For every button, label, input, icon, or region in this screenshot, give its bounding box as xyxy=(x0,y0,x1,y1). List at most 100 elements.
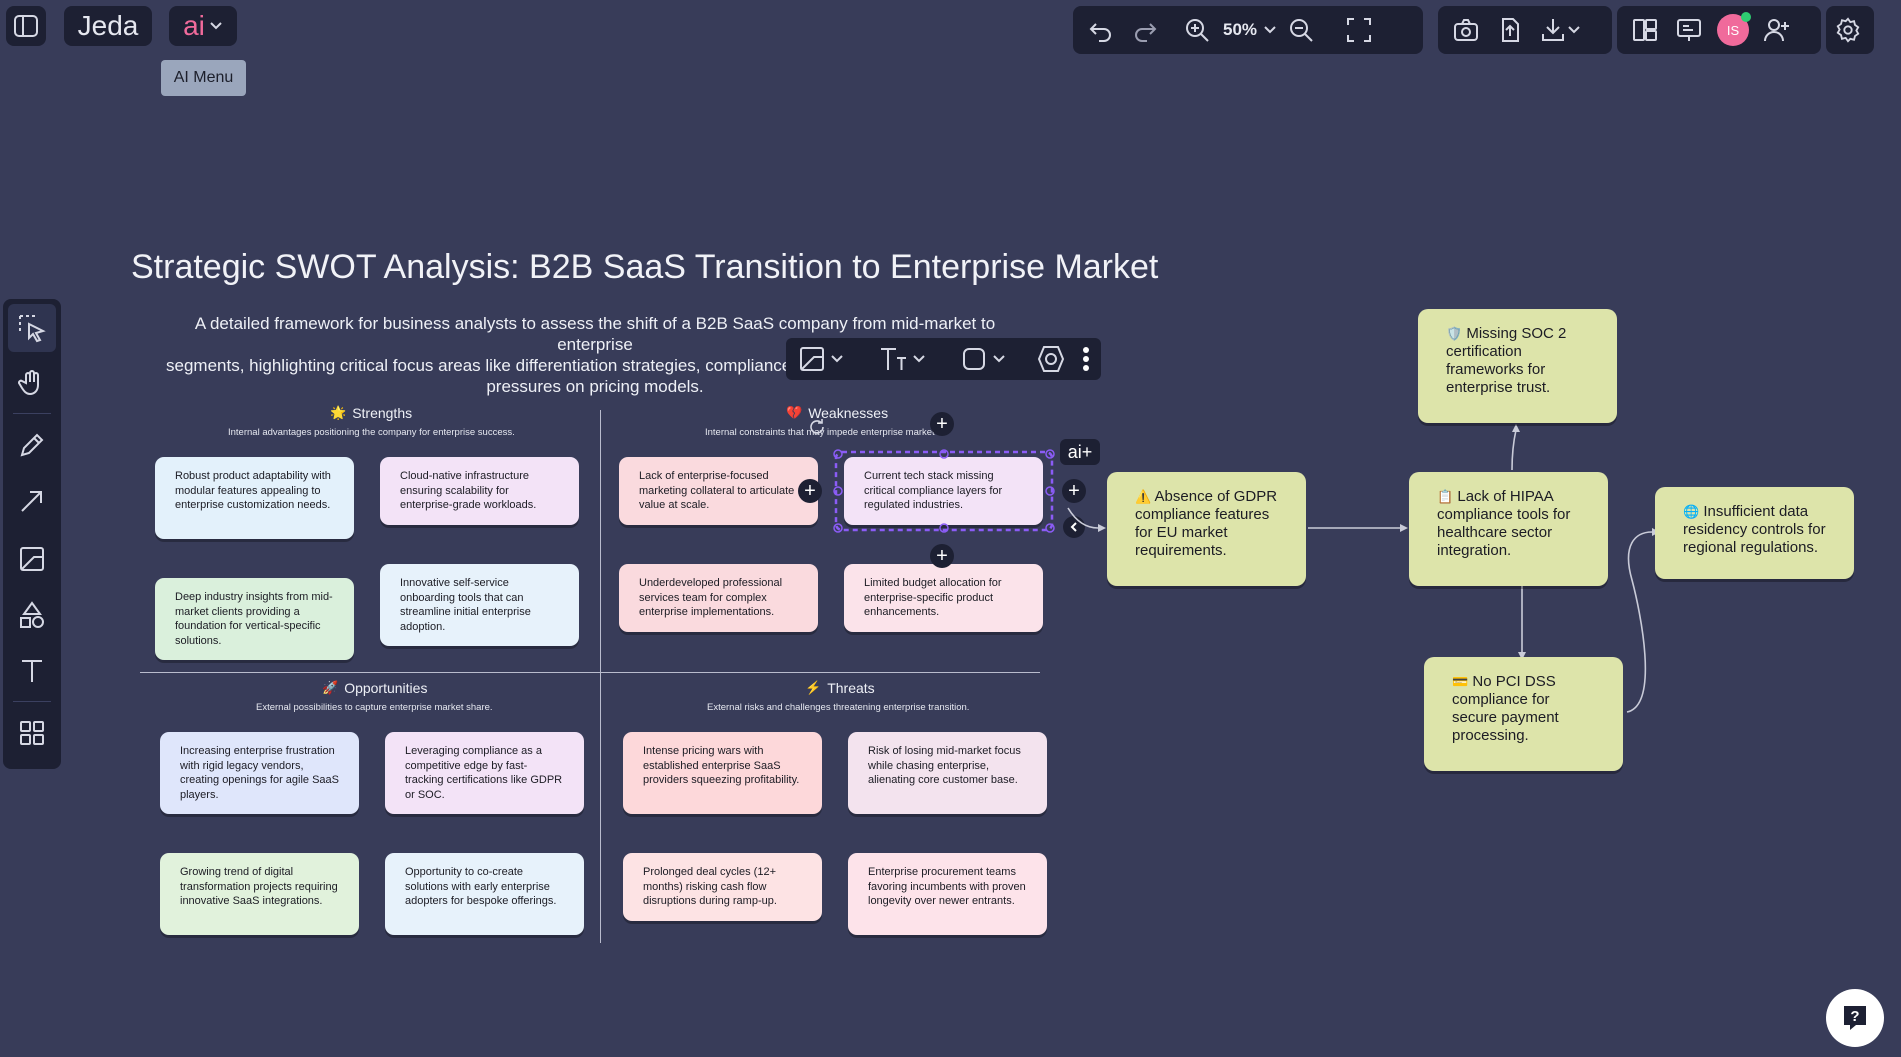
invite-user-button[interactable] xyxy=(1757,10,1797,50)
mindmap-node-data-residency[interactable]: 🌐 Insufficient data residency controls f… xyxy=(1655,487,1854,579)
text-tool[interactable] xyxy=(8,647,56,695)
threat-note[interactable]: Risk of losing mid-market focus while ch… xyxy=(848,732,1047,814)
sticky-note-tool[interactable] xyxy=(8,535,56,583)
chevron-down-icon xyxy=(1264,26,1276,34)
arrow-tool[interactable] xyxy=(8,477,56,525)
zoom-in-button[interactable] xyxy=(1177,10,1217,50)
fit-to-screen-button[interactable] xyxy=(1339,10,1379,50)
mindmap-node-gdpr[interactable]: ⚠️ Absence of GDPR compliance features f… xyxy=(1107,472,1306,586)
threats-heading[interactable]: ⚡ Threats xyxy=(805,680,875,696)
quadrant-divider-horizontal xyxy=(140,672,1040,673)
add-note-below-button[interactable]: + xyxy=(930,544,954,568)
board-title[interactable]: Strategic SWOT Analysis: B2B SaaS Transi… xyxy=(131,248,1159,286)
zoom-out-button[interactable] xyxy=(1281,10,1321,50)
zoom-level-dropdown[interactable]: 50% xyxy=(1221,20,1277,40)
strengths-heading[interactable]: 🌟 Strengths xyxy=(330,405,412,421)
rotate-handle-icon[interactable] xyxy=(807,417,827,437)
upload-button[interactable] xyxy=(1490,10,1530,50)
threat-note[interactable]: Prolonged deal cycles (12+ months) riski… xyxy=(623,853,822,921)
chevron-down-icon xyxy=(210,22,222,30)
opportunity-note[interactable]: Leveraging compliance as a competitive e… xyxy=(385,732,584,814)
chevron-down-icon xyxy=(831,355,843,363)
threats-subtitle[interactable]: External risks and challenges threatenin… xyxy=(707,702,970,713)
redo-icon xyxy=(1135,23,1157,42)
avatar-initials: IS xyxy=(1726,22,1740,38)
help-button[interactable]: ? xyxy=(1826,989,1884,1047)
pencil-icon xyxy=(20,433,44,457)
export-toolbar xyxy=(1438,6,1612,54)
more-vertical-icon xyxy=(1083,347,1089,371)
ai-settings-button[interactable] xyxy=(1032,339,1070,379)
threat-note[interactable]: Intense pricing wars with established en… xyxy=(623,732,822,814)
weakness-note-selected[interactable]: Current tech stack missing critical comp… xyxy=(844,457,1043,525)
add-note-right-button[interactable]: + xyxy=(1062,479,1086,503)
strength-note[interactable]: Innovative self-service onboarding tools… xyxy=(380,564,579,646)
sidebar-toggle-button[interactable] xyxy=(6,6,46,46)
strengths-subtitle[interactable]: Internal advantages positioning the comp… xyxy=(228,427,515,438)
undo-button[interactable] xyxy=(1081,10,1121,50)
shape-style-dropdown[interactable] xyxy=(956,339,1010,379)
more-options-button[interactable] xyxy=(1078,339,1094,379)
credit-card-icon: 💳 xyxy=(1452,674,1469,689)
chevron-down-icon xyxy=(1568,26,1580,34)
strength-note[interactable]: Robust product adaptability with modular… xyxy=(155,457,354,539)
undo-icon xyxy=(1089,23,1111,42)
weaknesses-heading[interactable]: 💔 Weaknesses xyxy=(786,405,888,421)
pan-tool[interactable] xyxy=(8,359,56,407)
opportunity-note[interactable]: Opportunity to co-create solutions with … xyxy=(385,853,584,935)
text-style-dropdown[interactable] xyxy=(874,339,930,379)
strength-note[interactable]: Deep industry insights from mid-market c… xyxy=(155,578,354,660)
download-button[interactable] xyxy=(1534,10,1586,50)
text-icon xyxy=(22,660,42,682)
weakness-note[interactable]: Lack of enterprise-focused marketing col… xyxy=(619,457,818,525)
upload-icon xyxy=(1502,18,1519,42)
opportunity-note[interactable]: Growing trend of digital transformation … xyxy=(160,853,359,935)
opportunity-note[interactable]: Increasing enterprise frustration with r… xyxy=(160,732,359,814)
jeda-logo[interactable]: Jeda xyxy=(64,6,152,46)
user-avatar[interactable]: IS xyxy=(1717,12,1751,46)
ai-menu-tooltip: AI Menu xyxy=(161,60,246,96)
residency-text: Insufficient data residency controls for… xyxy=(1683,503,1826,556)
broken-heart-icon: 💔 xyxy=(786,405,803,420)
rocket-icon: 🚀 xyxy=(322,680,339,695)
sticky-note-icon xyxy=(20,547,44,571)
mindmap-node-hipaa[interactable]: 📋 Lack of HIPAA compliance tools for hea… xyxy=(1409,472,1608,586)
opportunities-heading[interactable]: 🚀 Opportunities xyxy=(322,680,427,696)
redo-button[interactable] xyxy=(1125,10,1165,50)
layout-icon xyxy=(1633,19,1657,41)
weakness-note[interactable]: Underdeveloped professional services tea… xyxy=(619,564,818,632)
settings-button[interactable] xyxy=(1828,10,1868,50)
opportunities-subtitle[interactable]: External possibilities to capture enterp… xyxy=(256,702,493,713)
templates-tool[interactable] xyxy=(8,709,56,757)
threat-note[interactable]: Enterprise procurement teams favoring in… xyxy=(848,853,1047,935)
presentation-button[interactable] xyxy=(1669,10,1709,50)
svg-text:?: ? xyxy=(1850,1008,1859,1025)
weakness-note[interactable]: Limited budget allocation for enterprise… xyxy=(844,564,1043,632)
ai-menu-button[interactable]: ai xyxy=(169,6,237,46)
view-toolbar: 50% xyxy=(1073,6,1423,54)
hipaa-text: Lack of HIPAA compliance tools for healt… xyxy=(1437,488,1571,559)
note-type-dropdown[interactable] xyxy=(794,339,848,379)
shapes-tool[interactable] xyxy=(8,591,56,639)
shapes-icon xyxy=(20,601,44,628)
ai-plus-button[interactable]: ai+ xyxy=(1060,439,1100,465)
screenshot-button[interactable] xyxy=(1446,10,1486,50)
add-note-above-button[interactable]: + xyxy=(930,412,954,436)
star-icon: 🌟 xyxy=(330,405,347,420)
board-description[interactable]: A detailed framework for business analys… xyxy=(160,313,1030,397)
ai-label: ai xyxy=(183,10,205,41)
layout-panel-button[interactable] xyxy=(1625,10,1665,50)
add-note-left-button[interactable]: + xyxy=(798,479,822,503)
text-size-icon xyxy=(881,348,906,370)
pen-tool[interactable] xyxy=(8,421,56,469)
zoom-level: 50% xyxy=(1223,20,1258,39)
tooltip-text: AI Menu xyxy=(173,69,234,86)
select-tool[interactable] xyxy=(8,304,56,352)
strength-note[interactable]: Cloud-native infrastructure ensuring sca… xyxy=(380,457,579,525)
ai-gear-icon xyxy=(1037,346,1065,372)
soc2-text: Missing SOC 2 certification frameworks f… xyxy=(1446,325,1567,396)
mindmap-node-soc2[interactable]: 🛡️ Missing SOC 2 certification framework… xyxy=(1418,309,1617,423)
mindmap-node-pci[interactable]: 💳 No PCI DSS compliance for secure payme… xyxy=(1424,657,1623,771)
description-line: segments, highlighting critical focus ar… xyxy=(166,356,805,375)
